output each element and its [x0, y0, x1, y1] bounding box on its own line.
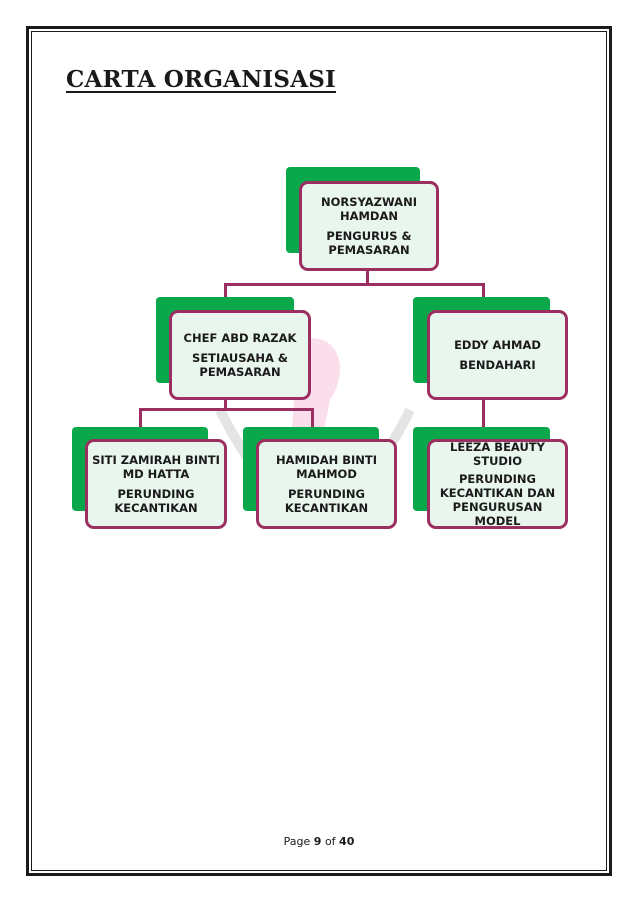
node-name: NORSYAZWANI HAMDAN: [321, 195, 417, 223]
page-border-outer: [26, 26, 612, 876]
connector-level3-bar: [139, 408, 314, 411]
node-role: SETIAUSAHA & PEMASARAN: [192, 351, 288, 379]
org-node-pengurus: NORSYAZWANI HAMDAN PENGURUS & PEMASARAN: [299, 181, 439, 271]
node-role: PERUNDING KECANTIKAN: [114, 487, 198, 515]
node-name: CHEF ABD RAZAK: [183, 331, 297, 345]
node-name: EDDY AHMAD: [454, 338, 541, 352]
node-name: HAMIDAH BINTI MAHMOD: [275, 453, 378, 481]
connector-to-chef: [224, 283, 227, 299]
node-role: PERUNDING KECANTIKAN: [284, 487, 369, 515]
node-role: BENDAHARI: [459, 358, 536, 372]
org-node-perunding-siti: SITI ZAMIRAH BINTI MD HATTA PERUNDING KE…: [85, 439, 227, 529]
connector-root-down: [366, 270, 369, 284]
page-border-inner: [31, 31, 607, 871]
org-node-bendahari: EDDY AHMAD BENDAHARI: [427, 310, 568, 400]
connector-to-siti: [139, 408, 142, 428]
page-title: CARTA ORGANISASI: [66, 66, 337, 93]
org-node-perunding-hamidah: HAMIDAH BINTI MAHMOD PERUNDING KECANTIKA…: [256, 439, 397, 529]
footer-separator: of: [324, 835, 336, 848]
node-name: SITI ZAMIRAH BINTI MD HATTA: [92, 453, 220, 481]
connector-to-hamidah: [311, 408, 314, 428]
footer-page-prefix: Page: [283, 835, 311, 848]
org-node-setiausaha: CHEF ABD RAZAK SETIAUSAHA & PEMASARAN: [169, 310, 311, 400]
connector-level2-bar: [224, 283, 485, 286]
org-node-perunding-leeza: LEEZA BEAUTY STUDIO PERUNDING KECANTIKAN…: [427, 439, 568, 529]
node-role: PENGURUS & PEMASARAN: [326, 229, 412, 257]
node-name: LEEZA BEAUTY STUDIO: [450, 440, 545, 468]
node-role: PERUNDING KECANTIKAN DAN PENGURUSAN MODE…: [439, 472, 556, 528]
connector-to-eddy: [482, 283, 485, 299]
footer-page-total: 40: [339, 835, 355, 848]
footer-page-number: 9: [313, 835, 322, 848]
connector-eddy-to-leeza: [482, 398, 485, 430]
connector-chef-down: [224, 398, 227, 410]
page-footer: Page 9 of 40: [0, 835, 638, 848]
